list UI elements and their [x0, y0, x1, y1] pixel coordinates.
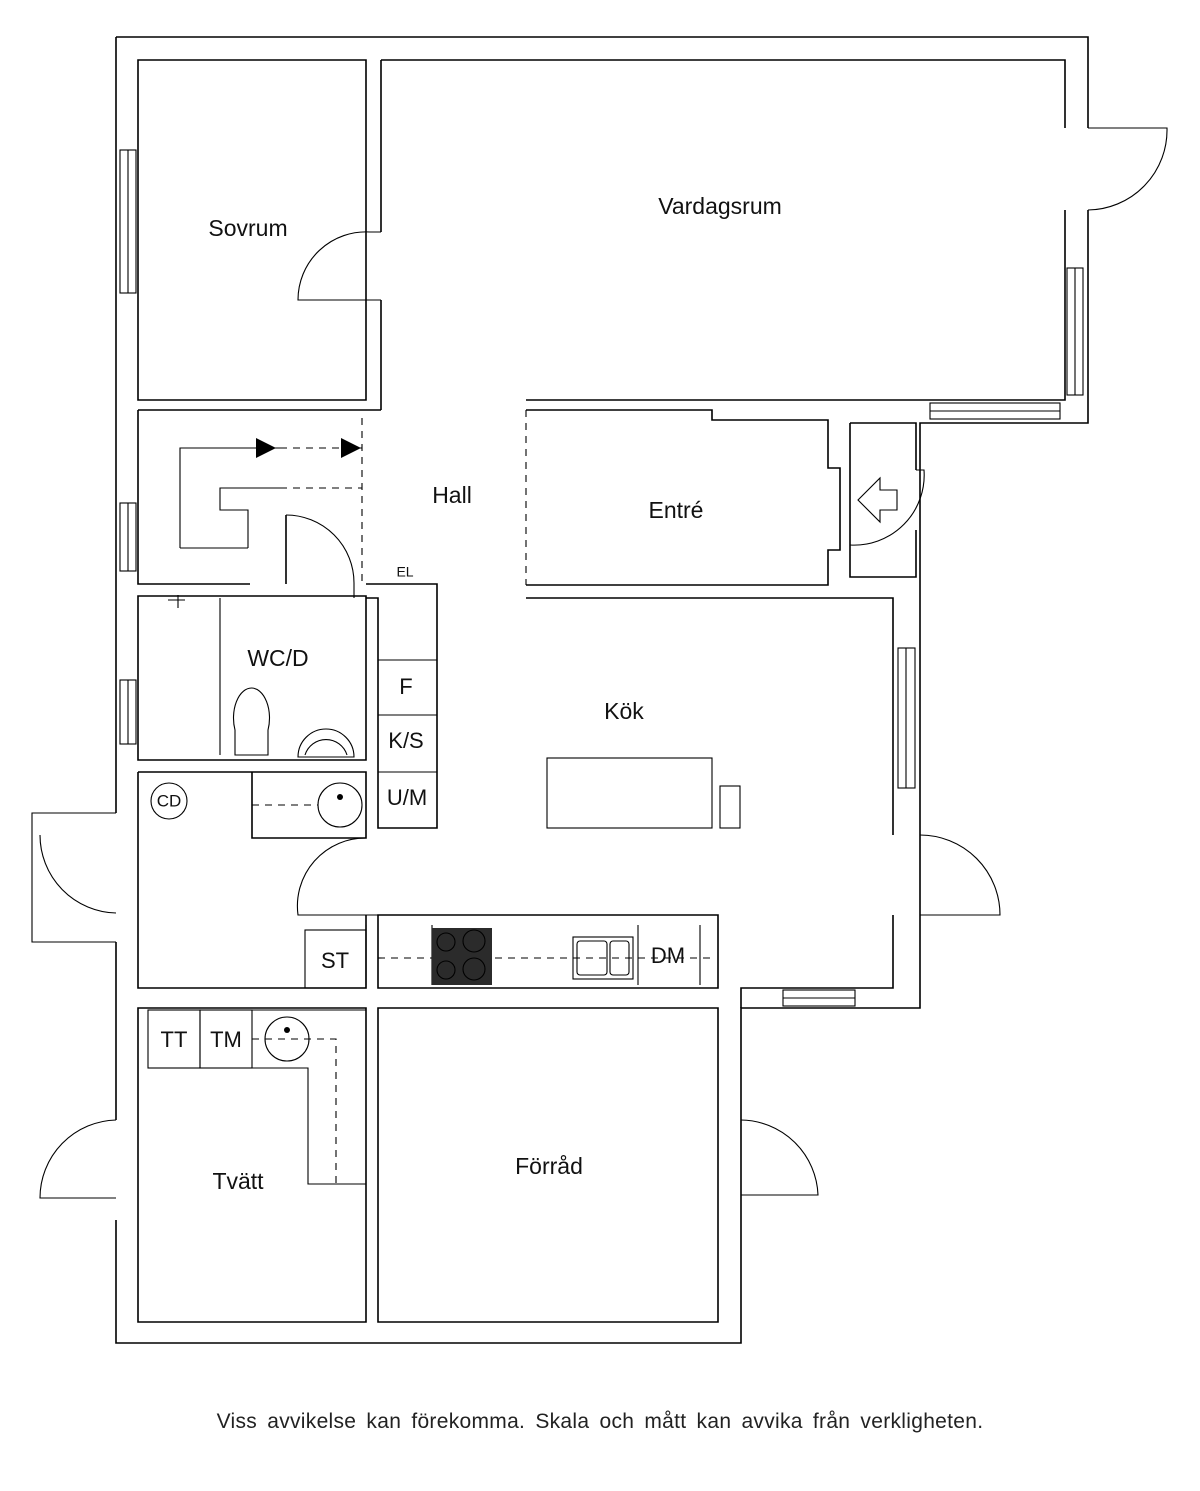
fixture-label-tm: TM [210, 1027, 242, 1052]
room-label-forrad: Förråd [515, 1153, 583, 1179]
fixture-label-st: ST [321, 948, 349, 973]
door-wc [285, 514, 355, 598]
room-label-entre: Entré [649, 497, 704, 523]
stair-arrow-1 [256, 438, 276, 458]
door-tvatt [39, 1119, 117, 1199]
entrance-arrow-icon [857, 476, 898, 524]
laundry-fixtures [147, 1009, 366, 1185]
door-kok-east [919, 834, 1001, 916]
door-entre [849, 469, 925, 546]
room-label-vardagsrum: Vardagsrum [658, 193, 782, 219]
fixture-label-um: U/M [387, 785, 427, 810]
door-forrad [740, 1119, 819, 1196]
stairs [179, 418, 363, 584]
room-label-tvatt: Tvätt [212, 1168, 264, 1194]
door-west [31, 812, 117, 943]
toilet [232, 687, 271, 756]
stove [432, 928, 492, 985]
entre-walls [525, 409, 917, 1008]
room-label-hall: Hall [432, 482, 472, 508]
wc-sink [297, 728, 355, 758]
cd-circle [150, 782, 188, 820]
door-hall-kitchen [296, 837, 378, 916]
room-label-sovrum: Sovrum [208, 215, 287, 241]
st-cabinet [304, 929, 367, 989]
kitchen-fixtures [304, 659, 741, 989]
fixture-label-tt: TT [161, 1027, 188, 1052]
kitchen-sink [572, 936, 634, 980]
fixture-label-dm: DM [651, 943, 685, 968]
room-label-wc: WC/D [247, 645, 308, 671]
fixture-label-cd: CD [157, 791, 182, 810]
fixture-label-f: F [399, 674, 412, 699]
fixture-label-el: EL [396, 564, 413, 580]
disclaimer-text: Viss avvikelse kan förekomma. Skala och … [216, 1410, 984, 1433]
door-vardagsrum [1087, 127, 1168, 211]
door-sovrum [297, 231, 381, 301]
windows [119, 149, 1084, 1007]
outer-walls [115, 36, 1089, 1344]
fixture-label-ks: K/S [388, 728, 423, 753]
wc-walls [137, 583, 438, 829]
stair-arrow-2 [341, 438, 361, 458]
bathroom-fixtures [150, 595, 363, 828]
kitchen-island [546, 757, 713, 829]
bar-stool [719, 785, 741, 829]
doors [31, 127, 1168, 1199]
room-label-kok: Kök [604, 698, 644, 724]
